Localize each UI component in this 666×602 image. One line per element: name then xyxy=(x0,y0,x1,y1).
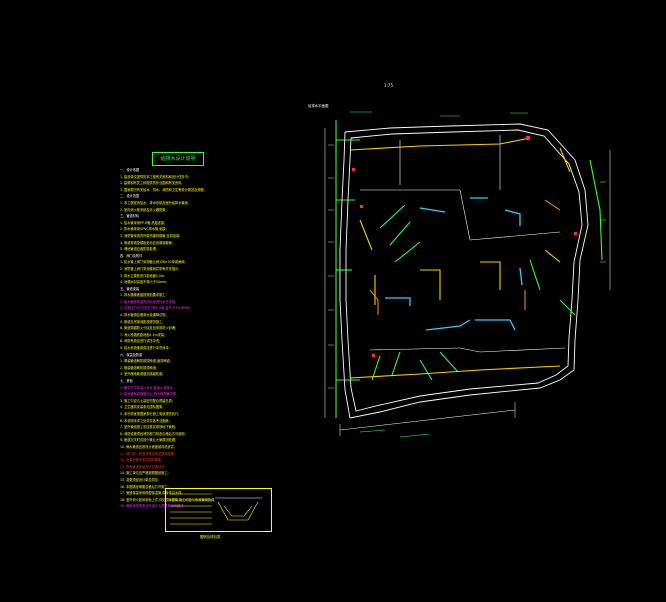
plan-label: 给排水平面图 xyxy=(308,104,329,108)
design-note-line: 2. 排水管采用UPVC排水管,粘接; xyxy=(120,227,167,232)
design-note-line: 1. 明装管道刷防锈漆两道,面漆两道; xyxy=(120,359,171,364)
design-note-line: 四、阀门及附件 xyxy=(120,253,143,258)
legend-caption: 图例及材料表 xyxy=(200,535,221,539)
design-notes: 一、设计依据 1. 建设单位提供的本工程有关资料和设计任务书; 2. 建筑和有关工种… xyxy=(120,168,290,511)
annotation-marks xyxy=(328,111,606,438)
design-note-line: 3. 国家现行有关给水、排水、消防和卫生等设计规范及规程; xyxy=(120,187,205,192)
valve-markers xyxy=(352,136,577,357)
design-note-line: 3. 排水立管检查口距地面1.0m; xyxy=(120,273,166,278)
design-note-line: 一、设计依据 xyxy=(120,168,140,172)
design-note-line: 3. 试验压力为工作压力的1.5倍,且不小于0.6MPa; xyxy=(120,306,191,311)
drainage-lines xyxy=(349,137,571,379)
design-note-line: 8. 消防设施须经消防部门验收合格后方可使用; xyxy=(120,431,186,436)
design-note-line: 六、保温及防腐 xyxy=(120,352,143,357)
design-note-line: 2. 室内消火栓系统及灭火器配置; xyxy=(120,207,167,212)
design-note-line: 三、管道材料 xyxy=(120,214,140,219)
design-notes-title: 给排水设计说明 xyxy=(152,152,204,166)
legend-table xyxy=(165,488,272,532)
design-note-line: 9. 给水系统使用前应进行冲洗消毒; xyxy=(120,346,170,351)
design-note-line: 二、设计范围 xyxy=(120,194,140,199)
design-note-line: 2. 消防管上阀门采用蝶阀并带有开关指示; xyxy=(120,266,180,271)
design-note-line: 2. 给水管标高指管中心,排水管指管内底; xyxy=(120,392,178,397)
water-supply-lines xyxy=(335,120,603,418)
design-note-line: 5. 埋地管道应做防腐处理; xyxy=(120,247,158,252)
design-note-line: 13. 所有管道安装完毕应做标识; xyxy=(120,464,166,469)
dimension-lines xyxy=(324,128,611,436)
hot-water-lines xyxy=(369,199,561,315)
design-note-line: 4. 地漏水封高度不得小于50mm; xyxy=(120,280,168,285)
design-note-line: 14. 施工单位应严格按照图纸施工; xyxy=(120,471,169,476)
design-note-line: 12. 化粪池做法参见国标图集; xyxy=(120,458,163,463)
design-note-line: 2. 建筑和有关工种提供的作业图和有关资料; xyxy=(120,181,183,186)
design-note-line: 6. 本说明未详之处详见各专业图纸; xyxy=(120,418,170,423)
design-note-line: 4. 排水管道应做灌水及通球试验; xyxy=(120,313,167,318)
design-note-line: 1. 给水管上阀门采用截止阀,DN>50采用闸阀; xyxy=(120,260,186,265)
design-note-line: 3. 施工中应与土建密切配合预留孔洞; xyxy=(120,398,173,403)
design-note-line: 16. 本图需经审图合格后方可施工; xyxy=(120,484,169,489)
design-note-line: 15. 变更须经设计单位同意; xyxy=(120,477,160,482)
design-note-line: 18. 室外消火栓采用地上式,详见国标图集,施工时应与市政管网协调; xyxy=(120,497,216,502)
design-note-line: 1. 本工程室内给水、排水系统及室外给排水管线; xyxy=(120,200,189,205)
design-note-line: 10. 雨水管道应按设计坡度坡向检查井; xyxy=(120,444,175,449)
design-note-line: 17. 管道保温采用橡塑保温管,厚度详见大样; xyxy=(120,491,183,496)
design-note-line: 7. 室外管线施工前应核实现场地下管线; xyxy=(120,425,177,430)
design-note-line: 2. 给水管道安装完毕后应进行水压试验; xyxy=(120,299,177,304)
design-note-line: 1. 排水横管坡度按规范要求施工; xyxy=(120,293,167,298)
interior-walls xyxy=(360,135,566,353)
design-note-line: 8. 消防系统应进行试压冲洗; xyxy=(120,339,161,344)
design-note-line: 6. 管道穿越防火分区处应采用防火封堵; xyxy=(120,326,177,331)
design-note-line: 1. 图中尺寸标高以米计,其余以毫米计; xyxy=(120,385,174,390)
design-note-line: 1. 建设单位提供的本工程有关资料和设计任务书; xyxy=(120,174,189,179)
design-note-line: 4. 卫生器具安装参见国标图集; xyxy=(120,405,164,410)
building-outline xyxy=(339,123,589,419)
fire-protection-lines xyxy=(385,197,523,331)
design-note-line: 5. 管道支吊架间距按规范施工; xyxy=(120,319,164,324)
design-note-line: 1. 给水管采用PP-R管,热熔连接; xyxy=(120,220,166,225)
design-note-line: 19. 其他未尽事宜请与设计人员联系协商解决; xyxy=(120,504,185,509)
design-note-line: 2. 暗装管道刷防锈漆两道; xyxy=(120,365,158,370)
design-note-line: 五、管道安装 xyxy=(120,286,140,291)
design-note-line: 3. 室外埋地管道做加强级防腐; xyxy=(120,372,164,377)
design-note-line: 9. 管道交叉时应按小管让大管原则处理; xyxy=(120,438,177,443)
design-note-line: 3. 消防管采用内外壁热镀锌钢管,丝扣连接; xyxy=(120,233,181,238)
design-note-line: 5. 未尽事宜按国家现行施工验收规范执行; xyxy=(120,411,180,416)
design-note-line: 11. 阀门井、检查井做法参见国标图集; xyxy=(120,451,175,456)
design-note-line: 七、其他 xyxy=(120,379,133,383)
design-note-line: 4. 管道穿墙及楼板处均应设置钢套管; xyxy=(120,240,173,245)
scale-tag: 1:75 xyxy=(384,83,393,88)
legend-sketch xyxy=(170,493,262,525)
design-note-line: 7. 消火栓箱底距地面1.1m安装; xyxy=(120,332,166,337)
